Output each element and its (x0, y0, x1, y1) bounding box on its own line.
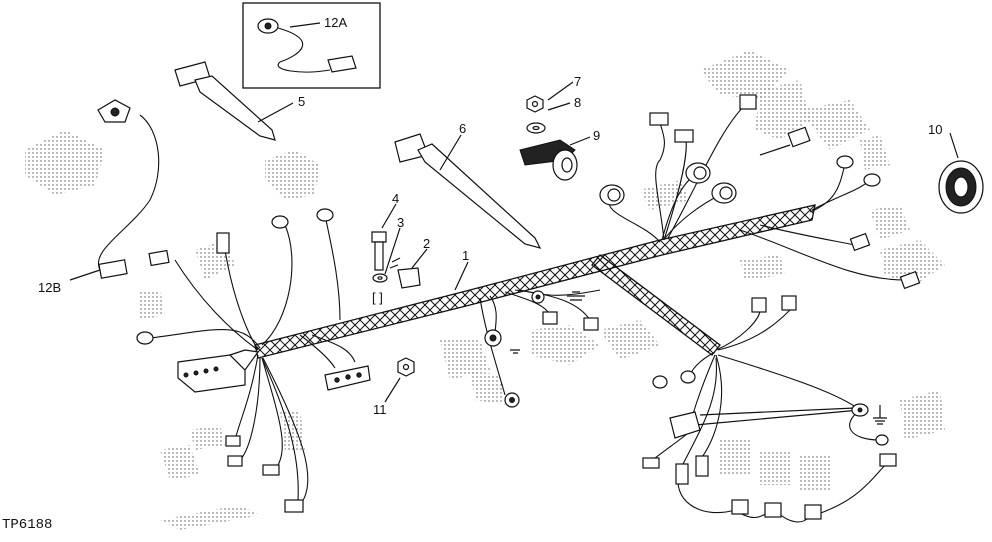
callout-5: 5 (298, 94, 305, 109)
leader-lines (69, 22, 959, 403)
callout-11: 11 (373, 402, 387, 417)
left-wiring (97, 114, 356, 506)
multi-pin-connector (177, 349, 260, 393)
loose-parts (174, 2, 984, 377)
bracket-mark: [ ] (372, 290, 383, 305)
callout-labels: 1 2 3 4 5 6 7 8 9 10 11 12A 12B [ ] TP61… (2, 15, 942, 533)
figure-code: TP6188 (2, 517, 52, 533)
callout-6: 6 (459, 121, 466, 136)
callout-3: 3 (397, 215, 404, 230)
callout-10: 10 (928, 122, 942, 137)
callout-1: 1 (462, 248, 469, 263)
callout-7: 7 (574, 74, 581, 89)
callout-12b: 12B (38, 280, 61, 295)
connectors (97, 94, 921, 520)
callout-8: 8 (574, 95, 581, 110)
main-harness (254, 204, 816, 359)
callout-12a: 12A (324, 15, 347, 30)
callout-2: 2 (423, 236, 430, 251)
three-pin-connector (324, 365, 371, 391)
callout-4: 4 (392, 191, 399, 206)
callout-9: 9 (593, 128, 600, 143)
inset-12a-box (242, 2, 381, 89)
